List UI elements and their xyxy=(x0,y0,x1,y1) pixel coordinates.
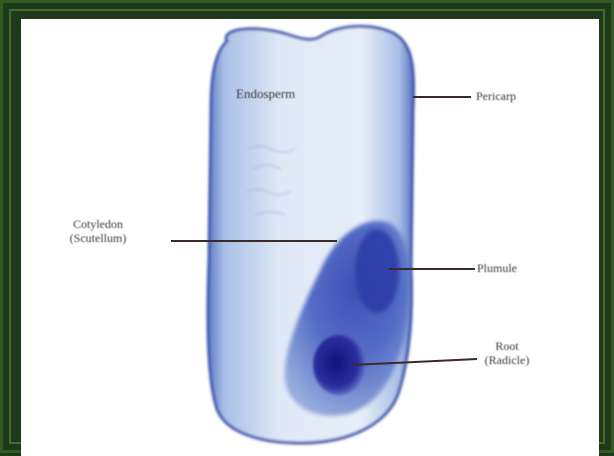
label-root: Root xyxy=(457,339,557,353)
label-cotyledon: Cotyledon xyxy=(23,217,173,231)
label-pericarp: Pericarp xyxy=(476,89,516,103)
label-endosperm: Endosperm xyxy=(236,87,295,101)
diagram-panel: Endosperm Pericarp Cotyledon (Scutellum)… xyxy=(21,19,599,456)
label-root-sub: (Radicle) xyxy=(457,353,557,367)
label-plumule: Plumule xyxy=(477,261,517,275)
label-cotyledon-sub: (Scutellum) xyxy=(23,231,173,245)
plumule-shape xyxy=(355,229,399,313)
label-cotyledon-group: Cotyledon (Scutellum) xyxy=(23,217,173,245)
label-root-group: Root (Radicle) xyxy=(457,339,557,367)
